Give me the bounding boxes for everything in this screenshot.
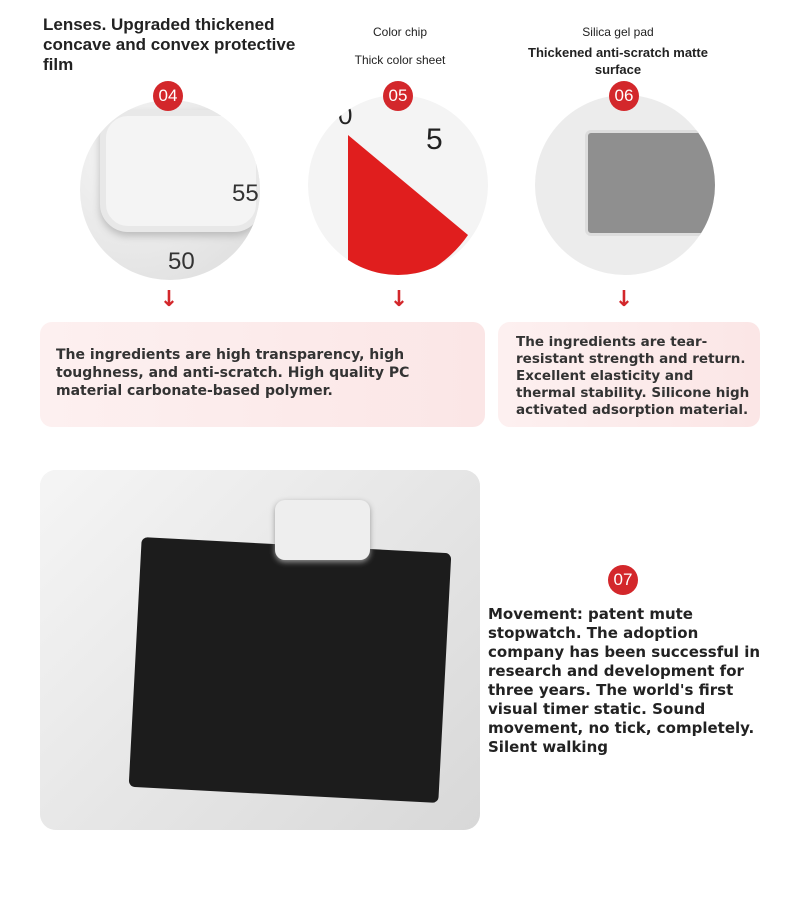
feature-badge-07: 07 (608, 565, 638, 595)
lens-feature-title: Lenses. Upgraded thickened concave and c… (43, 15, 296, 74)
feature-badge-04: 04 (153, 81, 183, 111)
arrow-down-icon: ↓ (614, 287, 634, 312)
arrow-down-icon: ↓ (159, 287, 179, 312)
arrow-down-icon: ↓ (389, 287, 409, 312)
red-dial-sector (348, 135, 468, 275)
pad-description: The ingredients are tear-resistant stren… (516, 334, 750, 418)
matte-surface-label: Thickened anti-scratch matte surface (528, 45, 708, 77)
dial-number: 50 (168, 248, 195, 275)
feature-badge-06: 06 (609, 81, 639, 111)
lens-closeup-image: 55 50 (80, 100, 260, 280)
movement-photo (40, 470, 480, 830)
pad-description-panel: The ingredients are tear-resistant stren… (498, 322, 760, 427)
lens-description-panel: The ingredients are high transparency, h… (40, 322, 485, 427)
movement-module (128, 537, 452, 803)
dial-number: 5 (426, 123, 443, 156)
thick-color-sheet-label: Thick color sheet (354, 53, 446, 67)
silica-pad-closeup-image (535, 95, 715, 275)
color-chip-label: Color chip (372, 25, 428, 39)
color-sheet-closeup-image: 5 0 (308, 95, 488, 275)
dial-number: 0 (338, 100, 353, 130)
movement-description: Movement: patent mute stopwatch. The ado… (488, 605, 761, 756)
silica-gel-label: Silica gel pad (582, 25, 654, 39)
dial-number: 55 (232, 180, 259, 207)
lens-description: The ingredients are high transparency, h… (56, 347, 410, 399)
feature-badge-05: 05 (383, 81, 413, 111)
